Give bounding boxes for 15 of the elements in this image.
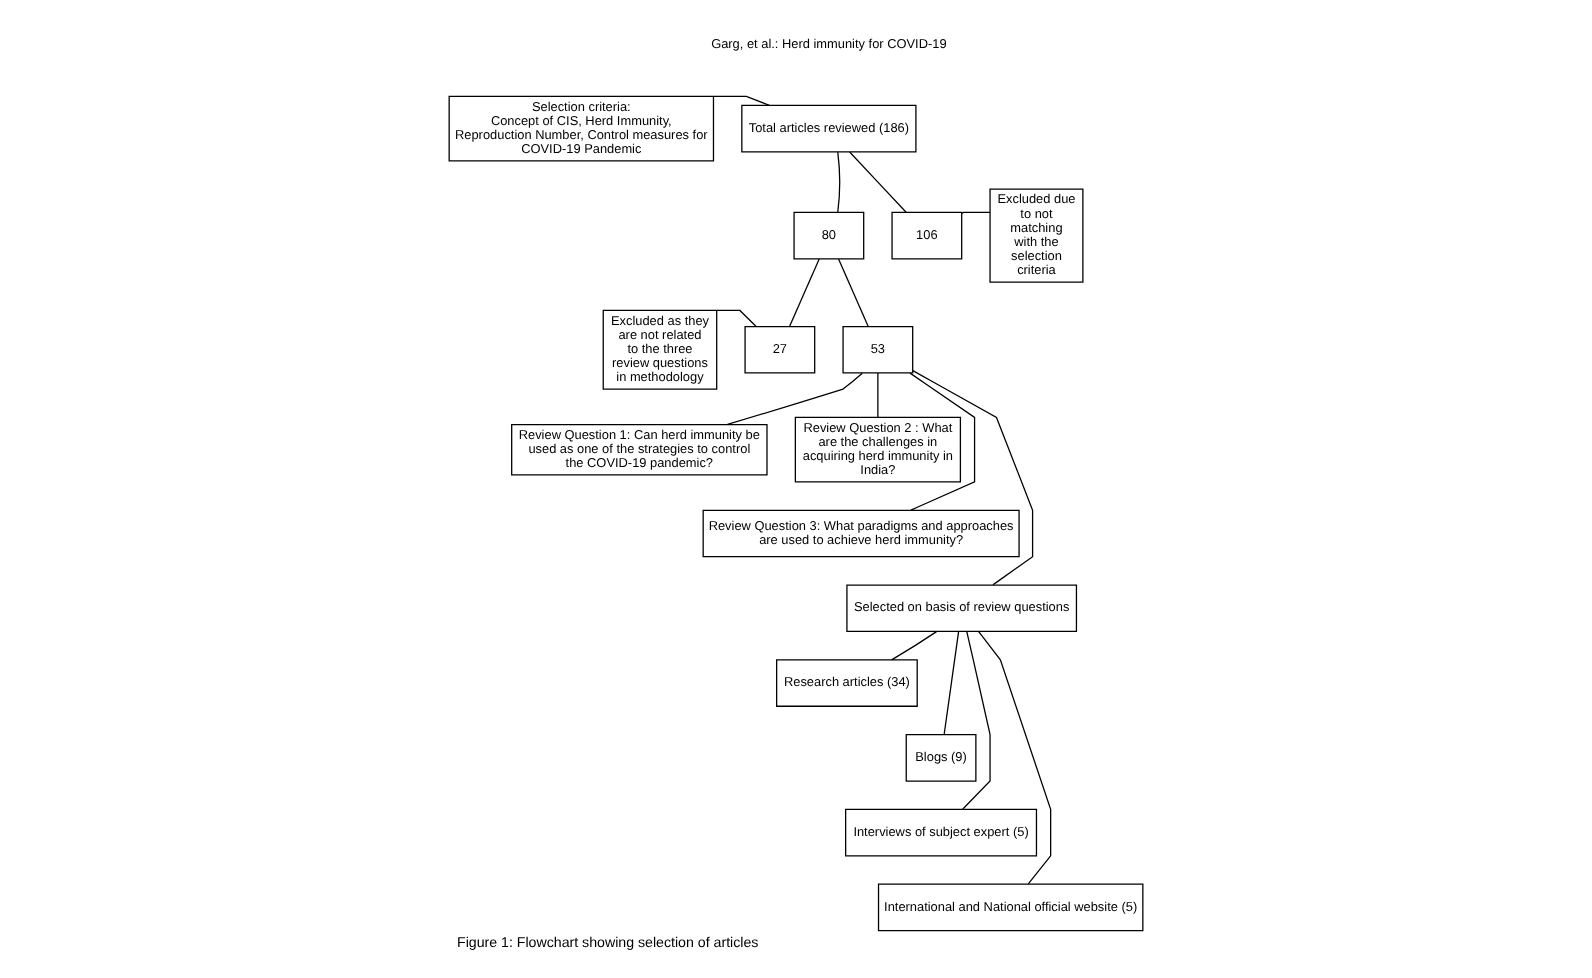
connector — [912, 369, 1034, 586]
connector — [837, 258, 869, 328]
connector — [877, 372, 879, 418]
connector — [849, 151, 907, 213]
connector — [978, 631, 1052, 885]
connector — [726, 372, 863, 426]
connector — [961, 211, 991, 215]
connector — [713, 95, 770, 106]
connector — [837, 151, 841, 213]
connector — [716, 309, 757, 328]
connector — [943, 631, 960, 736]
connector — [909, 372, 976, 511]
connector — [962, 631, 991, 810]
connector — [788, 258, 820, 328]
connector — [891, 630, 938, 661]
